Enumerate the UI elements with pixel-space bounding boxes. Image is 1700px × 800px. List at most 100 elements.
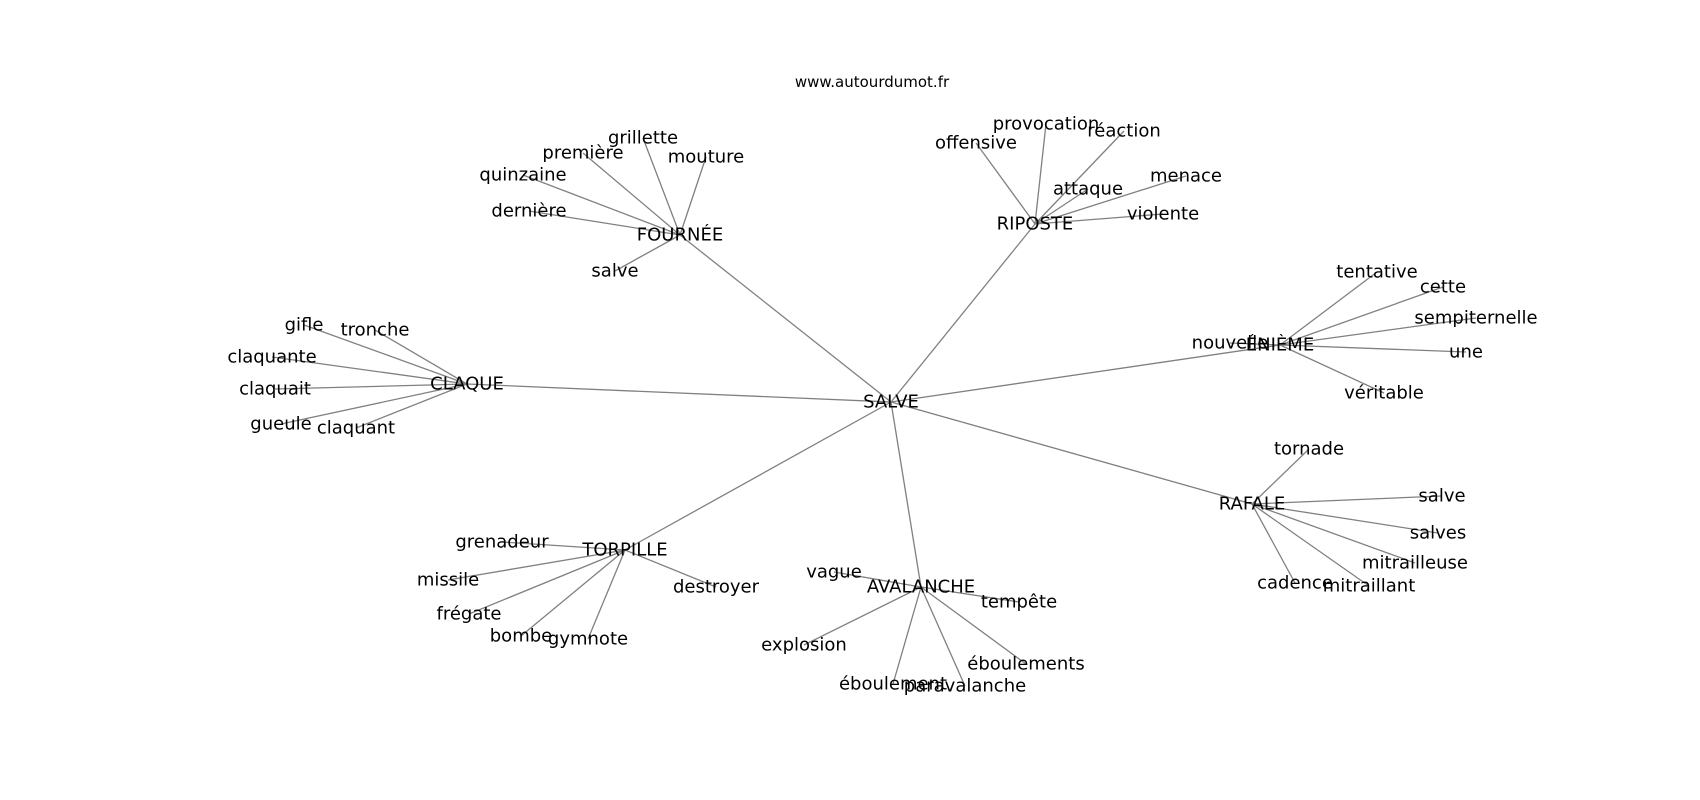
- edge-center-enieme: [890, 344, 1281, 403]
- node-hub-riposte: RIPOSTE: [997, 214, 1074, 235]
- node-leaf-fregate: frégate: [436, 604, 501, 625]
- edge-riposte-reaction: [1034, 130, 1125, 225]
- edge-fournee-salve: [614, 234, 681, 272]
- edge-claque-gueule: [280, 383, 468, 425]
- node-leaf-salve: salve: [591, 261, 638, 282]
- node-leaf-gymnote: gymnote: [548, 629, 628, 650]
- edge-fournee-mouture: [679, 156, 707, 236]
- node-leaf-paravalanche: paravalanche: [904, 676, 1026, 697]
- node-leaf-salve: salve: [1418, 486, 1465, 507]
- edge-rafale-mitraillant: [1251, 503, 1370, 587]
- edge-avalanche-explosion: [803, 586, 922, 646]
- node-leaf-menace: menace: [1150, 166, 1222, 187]
- node-leaf-grillette: grillette: [608, 128, 678, 149]
- edge-torpille-gymnote: [587, 549, 626, 640]
- edge-torpille-bombe: [520, 549, 626, 637]
- edge-rafale-mitrailleuse: [1251, 503, 1416, 564]
- edge-enieme-veritable: [1279, 344, 1385, 394]
- node-hub-rafale: RAFALE: [1219, 494, 1286, 515]
- node-leaf-cadence: cadence: [1257, 573, 1333, 594]
- node-leaf-derniere: dernière: [491, 201, 566, 222]
- edge-riposte-violente: [1034, 213, 1164, 225]
- edge-rafale-salve: [1251, 495, 1443, 505]
- node-leaf-tempete: tempête: [981, 592, 1057, 613]
- edge-riposte-attaque: [1034, 188, 1089, 225]
- node-leaf-attaque: attaque: [1053, 179, 1123, 200]
- node-hub-avalanche: AVALANCHE: [867, 577, 975, 598]
- edge-center-claque: [466, 383, 892, 403]
- edge-enieme-tentative: [1279, 271, 1378, 346]
- node-leaf-tronche: tronche: [341, 320, 410, 341]
- source-url: www.autourdumot.fr: [795, 73, 950, 91]
- node-leaf-gueule: gueule: [250, 414, 311, 435]
- edge-rafale-tornade: [1251, 448, 1310, 505]
- edge-claque-claquante: [271, 356, 468, 385]
- node-hub-claque: CLAQUE: [430, 374, 504, 395]
- edge-enieme-nouvelle: [1229, 342, 1281, 346]
- node-leaf-bombe: bombe: [490, 626, 552, 647]
- edges: [271, 123, 1477, 687]
- edge-claque-tronche: [374, 329, 468, 385]
- node-center: SALVE: [863, 392, 919, 413]
- node-leaf-offensive: offensive: [935, 133, 1017, 154]
- edge-rafale-cadence: [1251, 503, 1296, 584]
- edge-torpille-grenadeur: [501, 541, 626, 551]
- edge-avalanche-vague: [833, 571, 922, 588]
- edge-enieme-cette: [1279, 286, 1444, 346]
- node-leaf-mitrailleuse: mitrailleuse: [1362, 553, 1468, 574]
- edge-riposte-menace: [1034, 175, 1187, 225]
- node-leaf-provocation: provocation: [993, 114, 1100, 135]
- node-leaf-eboulement: éboulement: [839, 674, 947, 695]
- edge-fournee-derniere: [528, 210, 681, 236]
- edge-enieme-une: [1279, 344, 1467, 353]
- node-leaf-violente: violente: [1127, 204, 1199, 225]
- node-leaf-claquante: claquante: [227, 347, 316, 368]
- node-hub-torpille: TORPILLE: [581, 540, 667, 561]
- node-leaf-tentative: tentative: [1336, 262, 1417, 283]
- node-leaf-eboulements: éboulements: [967, 654, 1084, 675]
- edge-rafale-salves: [1251, 503, 1439, 534]
- labels: www.autourdumot.fr SALVE FOURNÉE grillette…: [227, 73, 1537, 697]
- node-hub-enieme: ÉNIÈME: [1246, 334, 1314, 356]
- edge-torpille-fregate: [468, 549, 626, 615]
- edge-avalanche-tempete: [920, 586, 1020, 603]
- edge-fournee-quinzaine: [522, 174, 681, 236]
- edge-claque-gifle: [303, 324, 468, 385]
- edge-center-torpille: [624, 401, 892, 551]
- node-leaf-missile: missile: [417, 570, 479, 591]
- node-leaf-nouvelle: nouvelle: [1192, 333, 1269, 354]
- edge-torpille-missile: [447, 549, 626, 581]
- node-leaf-tornade: tornade: [1274, 439, 1344, 460]
- edge-riposte-provocation: [1034, 123, 1047, 225]
- node-leaf-sempiternelle: sempiternelle: [1414, 308, 1537, 329]
- node-leaf-claquant: claquant: [317, 418, 395, 439]
- node-leaf-une: une: [1449, 342, 1483, 363]
- edge-claque-claquant: [355, 383, 468, 429]
- edge-enieme-sempiternelle: [1279, 317, 1477, 346]
- edge-fournee-premiere: [582, 152, 681, 236]
- node-leaf-gifle: gifle: [285, 315, 324, 336]
- node-leaf-destroyer: destroyer: [673, 577, 760, 598]
- edge-fournee-grillette: [642, 137, 681, 236]
- edge-avalanche-eboulement: [892, 586, 922, 685]
- edge-riposte-offensive: [975, 142, 1036, 225]
- edge-claque-claquait: [274, 383, 468, 390]
- edge-torpille-destroyer: [624, 549, 717, 588]
- node-leaf-reaction: réaction: [1087, 121, 1161, 142]
- node-leaf-mouture: mouture: [668, 147, 745, 168]
- node-leaf-salves: salves: [1410, 523, 1467, 544]
- edge-center-avalanche: [890, 401, 922, 588]
- node-leaf-grenadeur: grenadeur: [455, 532, 549, 553]
- node-leaf-claquait: claquait: [239, 379, 311, 400]
- edge-avalanche-paravalanche: [920, 586, 966, 687]
- edge-avalanche-eboulements: [920, 586, 1027, 665]
- edge-center-riposte: [890, 223, 1036, 403]
- node-hub-fournee: FOURNÉE: [637, 224, 723, 246]
- edge-center-rafale: [890, 401, 1253, 505]
- node-leaf-quinzaine: quinzaine: [479, 165, 566, 186]
- edge-center-fournee: [679, 234, 892, 403]
- node-leaf-vague: vague: [806, 562, 862, 583]
- node-leaf-cette: cette: [1420, 277, 1466, 298]
- node-leaf-premiere: première: [542, 143, 623, 164]
